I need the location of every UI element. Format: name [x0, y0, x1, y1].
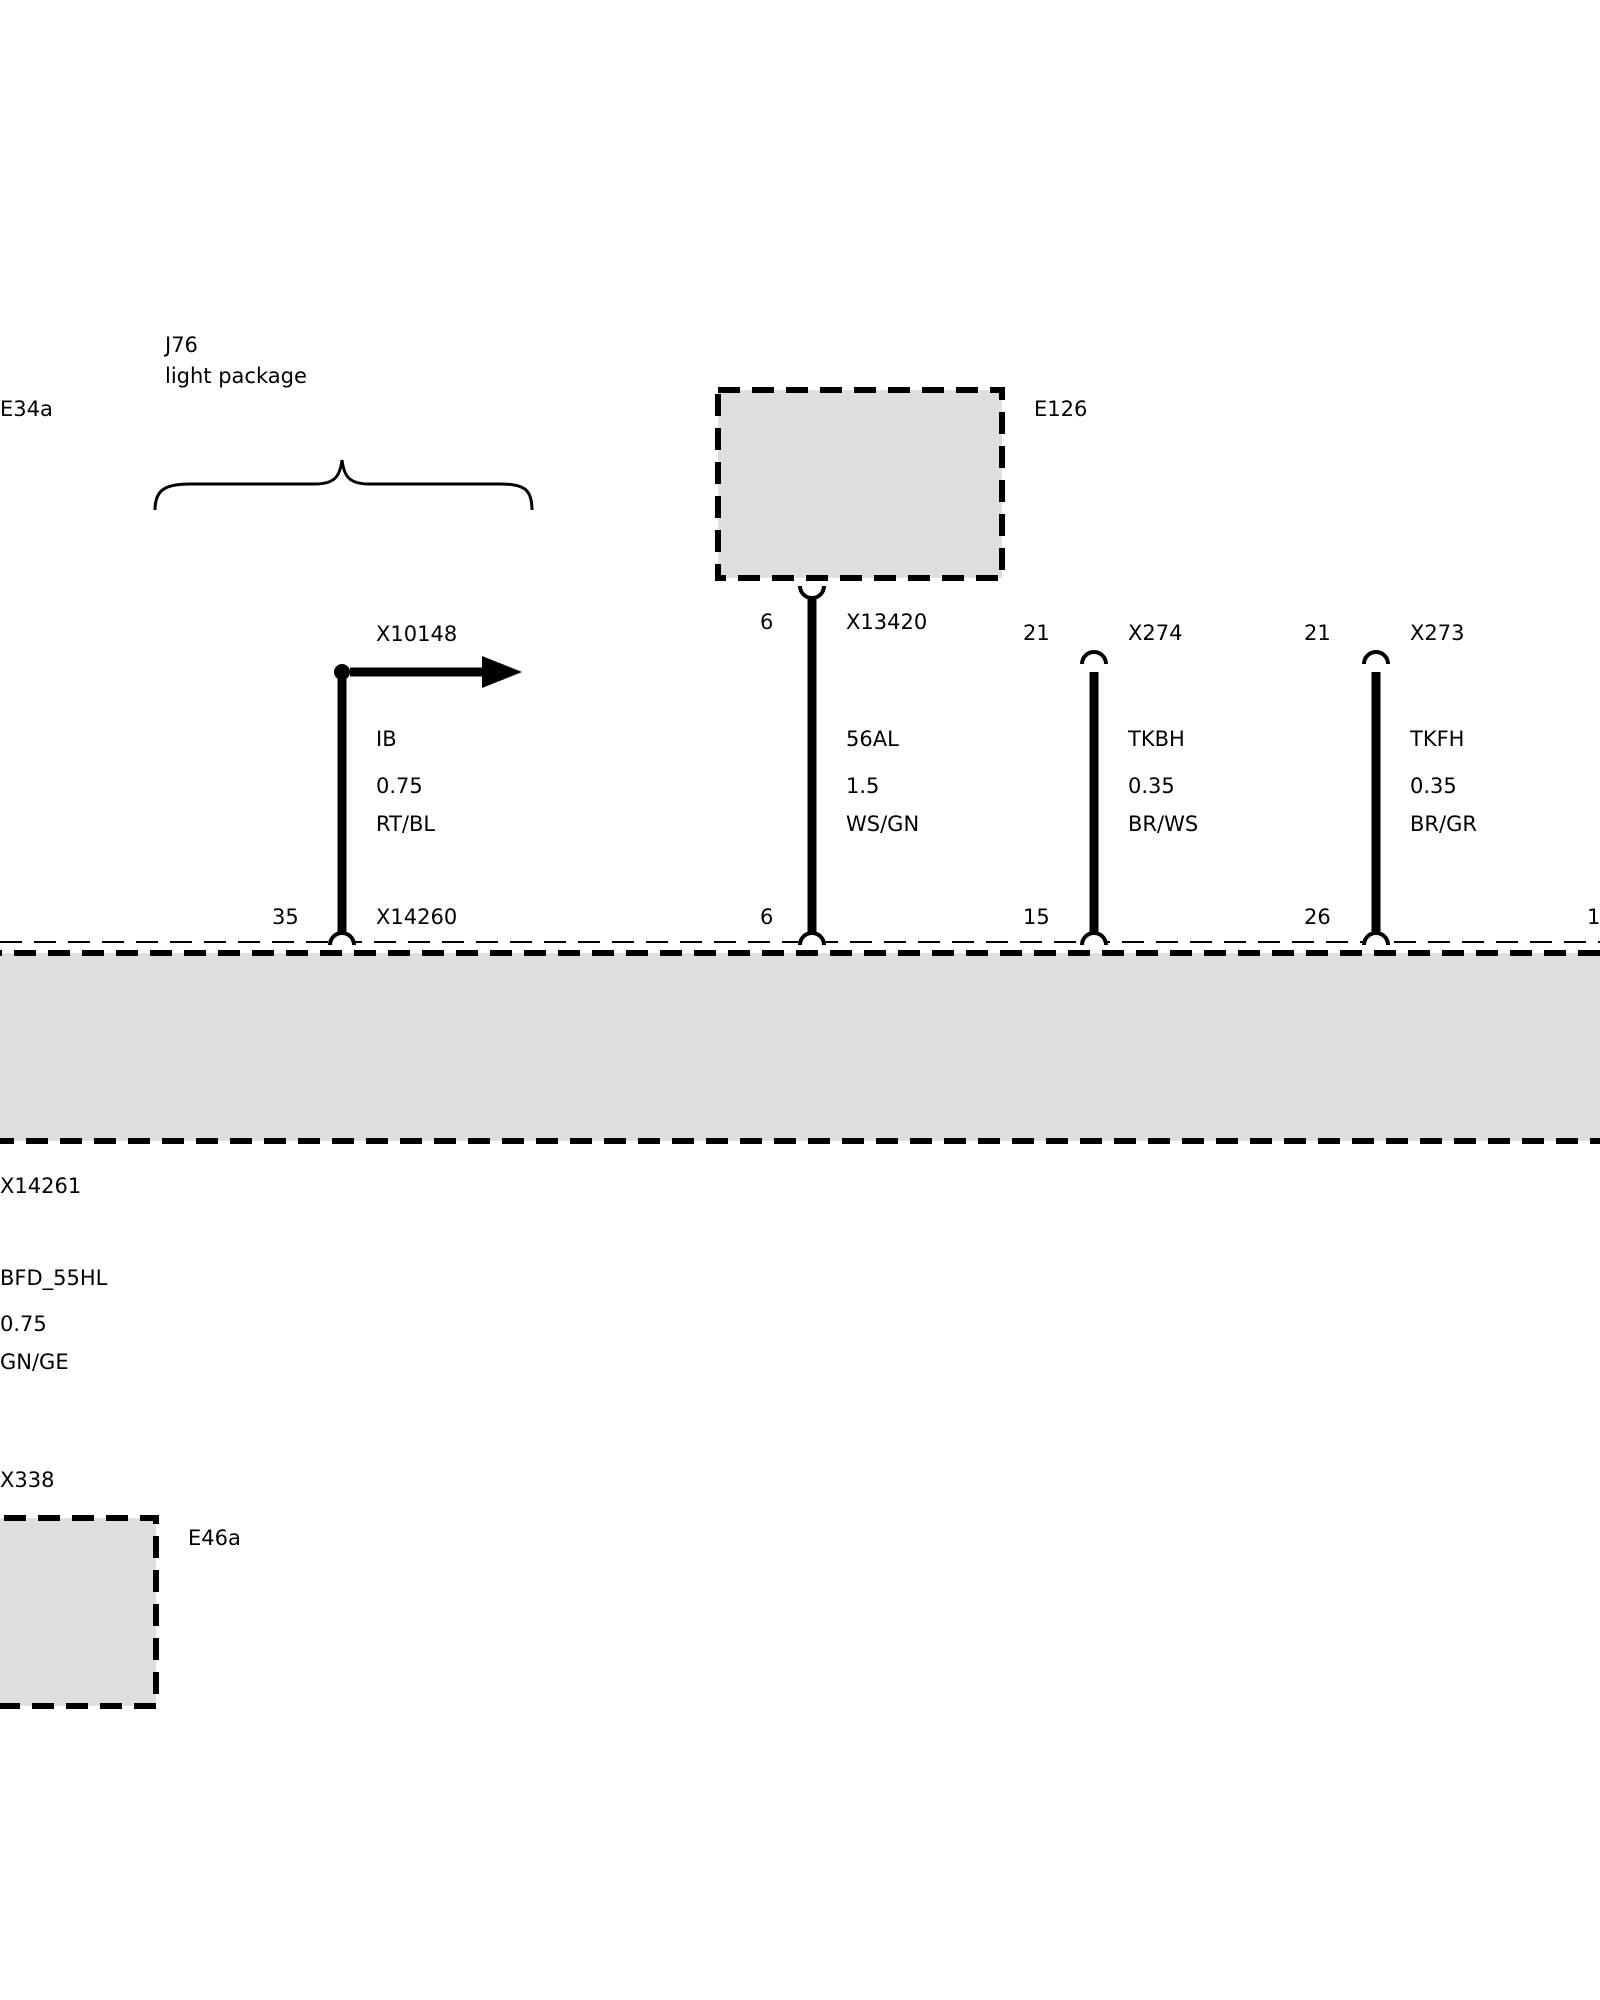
wire-tkfh-color: BR/GR — [1410, 812, 1477, 836]
connector-x338: X338 — [0, 1468, 54, 1492]
wire-tkbh-color: BR/WS — [1128, 812, 1198, 836]
main-module-label: E34a — [0, 397, 53, 421]
wire-tkfh-pin-top: 21 — [1304, 621, 1331, 645]
pin-cap — [1080, 931, 1108, 946]
option-description: light package — [165, 364, 307, 388]
continuation-arrow-icon — [482, 656, 522, 688]
option-brace — [153, 459, 534, 511]
pin-cap — [798, 585, 826, 600]
wire-56al-pin-top: 6 — [760, 610, 773, 634]
wire-tkfh-signal: TKFH — [1409, 727, 1464, 751]
connector-x13420: X13420 — [846, 610, 927, 634]
option-code: J76 — [163, 333, 198, 357]
wire-ib-pin-bottom: 35 — [272, 905, 299, 929]
wire-bfd-signal: BFD_55HL — [0, 1266, 108, 1291]
wire-ib-color: RT/BL — [376, 812, 435, 836]
wire-tkfh-pin-bottom: 26 — [1304, 905, 1331, 929]
pin-cap — [1362, 650, 1390, 665]
connector-x14261: X14261 — [0, 1174, 81, 1198]
connector-x273: X273 — [1410, 621, 1464, 645]
connector-x274: X274 — [1128, 621, 1182, 645]
connector-x10148: X10148 — [376, 622, 457, 646]
main-module-box — [0, 950, 1600, 1144]
pin-cap — [1080, 650, 1108, 665]
upper-module-label: E126 — [1034, 397, 1087, 421]
splice-dot — [334, 664, 350, 680]
wire-tkbh-signal: TKBH — [1127, 727, 1185, 751]
wire-tkbh-size: 0.35 — [1128, 774, 1175, 798]
wire-56al-size: 1.5 — [846, 774, 879, 798]
pin-cap — [328, 931, 356, 946]
wire-tkbh-pin-top: 21 — [1023, 621, 1050, 645]
wire-bfd-size: 0.75 — [0, 1312, 47, 1336]
connector-x14260: X14260 — [376, 905, 457, 929]
lower-module-box — [0, 1515, 159, 1709]
wire-56al-signal: 56AL — [846, 727, 899, 751]
upper-module-box — [715, 387, 1005, 581]
wire-bfd-color: GN/GE — [0, 1350, 69, 1374]
wire-56al-color: WS/GN — [846, 812, 919, 836]
lower-module-label: E46a — [188, 1526, 241, 1550]
wire-tkfh-size: 0.35 — [1410, 774, 1457, 798]
wire-tkbh-pin-bottom: 15 — [1023, 905, 1050, 929]
wire-56al-pin-bottom: 6 — [760, 905, 773, 929]
edge-pin-number: 1 — [1587, 905, 1600, 929]
wire-ib-signal: IB — [376, 727, 397, 751]
wire-ib-size: 0.75 — [376, 774, 423, 798]
pin-cap — [1362, 931, 1390, 946]
pin-cap — [798, 931, 826, 946]
